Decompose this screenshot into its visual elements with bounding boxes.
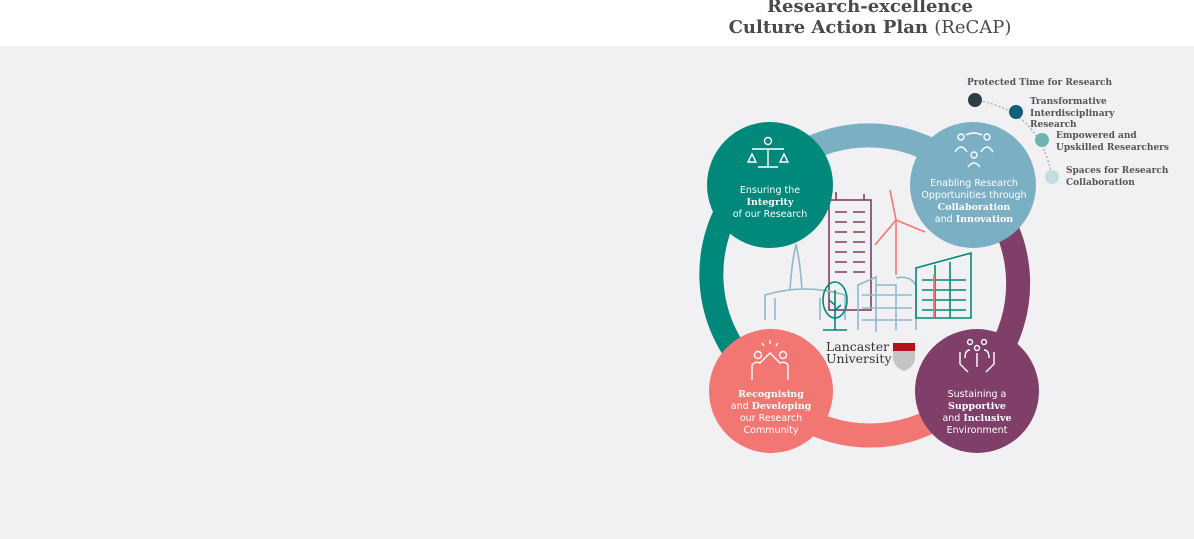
university-crest (893, 343, 915, 371)
people-circle-icon (954, 132, 994, 168)
recap-diagram (699, 93, 1059, 453)
legend-dot-2 (1009, 105, 1023, 119)
text-post: Environment (946, 425, 1008, 436)
text-pre: Sustaining a (947, 389, 1007, 400)
pillar-label-collaboration: Enabling Research Opportunities through … (913, 178, 1035, 226)
curved-building (857, 275, 917, 332)
text-mid: and (934, 214, 953, 225)
text-bold: Collaboration (937, 202, 1011, 213)
text-bold-2: Developing (751, 401, 812, 412)
pillar-circle-collaboration (910, 122, 1036, 248)
pillar-circle-integrity (707, 122, 833, 248)
text-post: our Research Community (739, 413, 803, 436)
chaplaincy-building (764, 241, 846, 320)
page-title: Research-excellence Culture Action Plan … (660, 0, 1080, 38)
wind-turbine (874, 189, 926, 275)
pillar-label-recognising: Recognising and Developing our Research … (711, 389, 831, 437)
text-pre: Enabling Research Opportunities through (921, 178, 1027, 201)
text-bold: Recognising (738, 389, 804, 400)
legend-dotted-curve (974, 99, 1053, 178)
tree-icon (822, 281, 848, 331)
tower-building (828, 192, 872, 311)
legend-item-1: Protected Time for Research (967, 78, 1113, 88)
text-bold: Integrity (746, 197, 794, 208)
pillar-label-integrity: Ensuring the Integrity of our Research (710, 185, 830, 221)
legend-item-2: Transformative Interdisciplinary Researc… (1030, 97, 1115, 130)
legend-item-3: Empowered and Upskilled Researchers (1056, 131, 1169, 153)
glass-building (915, 251, 972, 319)
text-post: of our Research (732, 209, 808, 220)
scales-icon (746, 136, 790, 168)
text-bold: Supportive (948, 401, 1006, 412)
text-bold-2: Inclusive (963, 413, 1012, 424)
lancaster-university-logo: Lancaster University (826, 339, 892, 366)
legend-item-4: Spaces for Research Collaboration (1066, 166, 1169, 188)
pillar-circle-supportive (915, 329, 1039, 453)
text-mid: and (730, 401, 749, 412)
text-pre: Ensuring the (739, 185, 801, 196)
legend-dot-4 (1045, 170, 1059, 184)
title-line-2: Culture Action Plan (728, 17, 928, 38)
pillar-circle-recognising (709, 329, 833, 453)
legend-dot-3 (1035, 133, 1049, 147)
hands-family-icon (959, 338, 995, 373)
header: Research-excellence Culture Action Plan … (0, 0, 1194, 46)
logo-line-2: University (826, 351, 892, 366)
legend-dot-1 (968, 93, 982, 107)
high-five-icon (751, 340, 789, 380)
pillar-label-supportive: Sustaining a Supportive and Inclusive En… (917, 389, 1037, 437)
title-line-1: Research-excellence (767, 0, 973, 17)
diagram-area: Ensuring the Integrity of our Research E… (0, 46, 1194, 539)
title-acronym: (ReCAP) (934, 17, 1012, 38)
logo-line-1: Lancaster (826, 339, 890, 354)
text-bold-2: Innovation (955, 214, 1014, 225)
text-mid: and (942, 413, 961, 424)
campus-illustration (764, 189, 972, 332)
